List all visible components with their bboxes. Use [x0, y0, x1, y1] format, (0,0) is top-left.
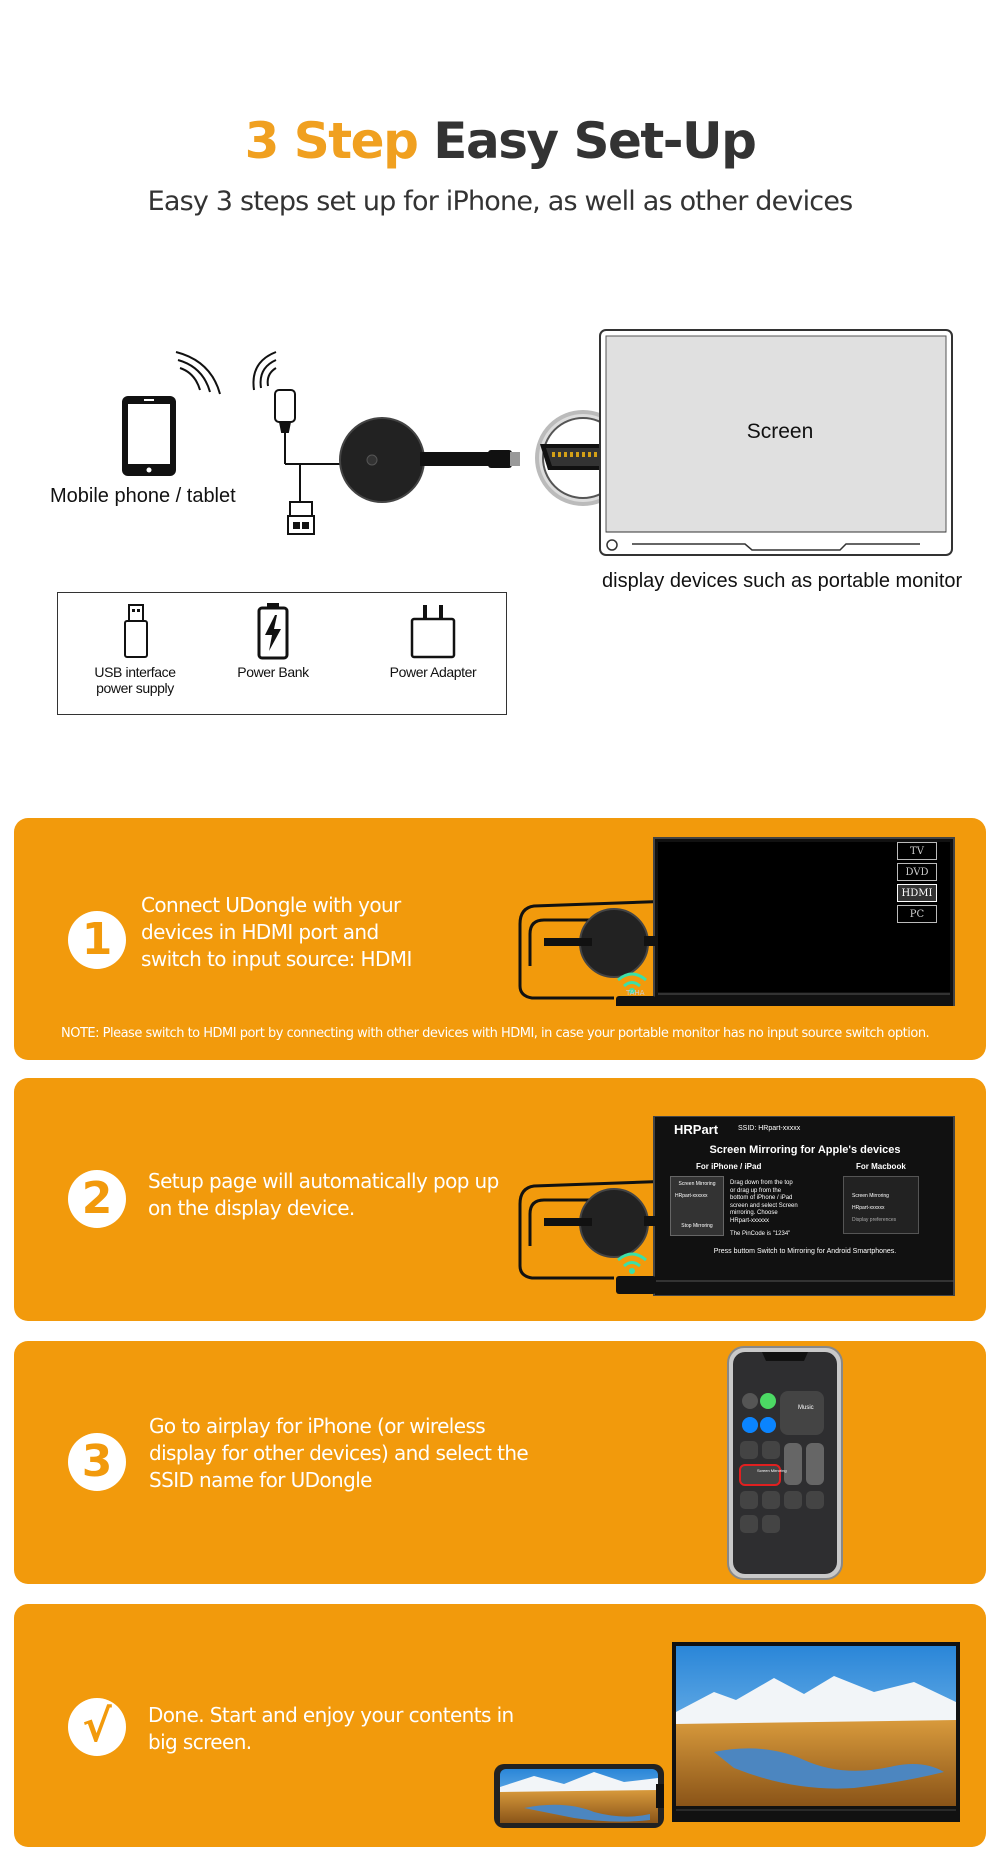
- mac-menu-device: HRpart-xxxxxx: [852, 1205, 885, 1211]
- step-4-line-1: Done. Start and enjoy your contents in: [148, 1703, 514, 1727]
- power-option-powerbank: Power Bank: [228, 601, 318, 680]
- dongle-label: TAHA: [626, 989, 645, 997]
- power-option-adapter: Power Adapter: [378, 601, 488, 680]
- step-card-3: 3 Go to airplay for iPhone (or wireless …: [14, 1341, 986, 1584]
- step-text-4: Done. Start and enjoy your contents in b…: [148, 1702, 514, 1756]
- step-number-done: √: [68, 1698, 126, 1756]
- dongle-icon: [339, 417, 520, 503]
- iphone-control-center: [727, 1346, 843, 1580]
- wifi-signal-icon: [175, 351, 221, 395]
- title-rest: Easy Set-Up: [433, 112, 757, 170]
- power-adapter-icon: [410, 605, 456, 659]
- phone-music-label: Music: [798, 1405, 814, 1411]
- step-number-2: 2: [68, 1170, 126, 1228]
- step-3-line-3: SSID name for UDongle: [149, 1468, 372, 1492]
- power-option-label-2: Power Bank: [237, 664, 309, 680]
- page-subtitle: Easy 3 steps set up for iPhone, as well …: [147, 186, 854, 217]
- monitor-caption: display devices such as portable monitor: [602, 570, 963, 592]
- usb-cable-icon: [274, 389, 345, 535]
- source-menu-item-selected[interactable]: HDMI: [897, 884, 937, 902]
- source-menu-item[interactable]: DVD: [897, 863, 937, 881]
- instruction-line: mirroring. Choose: [730, 1210, 778, 1216]
- iphone-mirror-panel: Screen Mirroring HRpart-xxxxxx Stop Mirr…: [670, 1176, 724, 1236]
- power-option-usb: USB interface power supply: [80, 601, 190, 696]
- title-accent: 3 Step: [244, 112, 419, 170]
- power-option-label-1: USB interface: [94, 664, 176, 680]
- setup-ssid: SSID: HRpart-xxxxx: [738, 1125, 801, 1132]
- instruction-line: or drag up from the: [730, 1187, 782, 1194]
- step-4-illustration: [494, 1642, 960, 1828]
- mac-menu-prefs: Display preferences: [852, 1217, 897, 1223]
- step-3-line-2: display for other devices) and select th…: [149, 1441, 529, 1465]
- instruction-line: bottom of iPhone / iPad: [730, 1195, 793, 1201]
- page-title: 3 Step Easy Set-Up: [0, 112, 1000, 170]
- step-card-4: √ Done. Start and enjoy your contents in…: [14, 1604, 986, 1847]
- connection-diagram: Mobile phone / tablet Screen display dev…: [0, 320, 1000, 730]
- power-bank-icon: [257, 603, 289, 660]
- source-menu-item[interactable]: TV: [897, 842, 937, 860]
- step-card-1: 1 Connect UDongle with your devices in H…: [14, 818, 986, 1060]
- instruction-line: screen and select Screen: [730, 1202, 798, 1209]
- source-menu-item[interactable]: PC: [897, 905, 937, 923]
- setup-footer: Press buttom Switch to Mirroring for And…: [713, 1248, 897, 1255]
- step-number-3: 3: [68, 1433, 126, 1491]
- setup-screen: HRPart SSID: HRpart-xxxxx Screen Mirrori…: [660, 1120, 950, 1275]
- panel-device: HRpart-xxxxxx: [675, 1193, 708, 1199]
- screen-label: Screen: [746, 420, 814, 443]
- step-1-line-1: Connect UDongle with your: [141, 893, 401, 917]
- usb-plug-icon: [124, 604, 148, 658]
- setup-right-heading: For Macbook: [856, 1162, 906, 1171]
- step-number-1: 1: [68, 911, 126, 969]
- tablet-icon: [122, 396, 176, 476]
- monitor-icon: [599, 329, 953, 556]
- panel-title: Screen Mirroring: [678, 1181, 716, 1187]
- setup-instructions: Drag down from the top or drag up from t…: [730, 1180, 798, 1239]
- step-2-line-2: on the display device.: [148, 1196, 355, 1220]
- diagram-graphic: [122, 329, 953, 556]
- step-4-line-2: big screen.: [148, 1730, 252, 1754]
- power-options-box: USB interface power supply Power Bank Po…: [57, 592, 507, 715]
- mac-menu-title: Screen Mirroring: [852, 1193, 889, 1199]
- step-2-line-1: Setup page will automatically pop up: [148, 1169, 499, 1193]
- power-option-label-1b: power supply: [96, 680, 174, 696]
- step-1-line-2: devices in HDMI port and: [141, 920, 379, 944]
- power-option-label-3: Power Adapter: [389, 664, 477, 680]
- setup-heading: Screen Mirroring for Apple's devices: [709, 1144, 901, 1156]
- step-1-note: NOTE: Please switch to HDMI port by conn…: [61, 1026, 930, 1041]
- step-text-1: Connect UDongle with your devices in HDM…: [141, 892, 412, 973]
- phone-label: Mobile phone / tablet: [50, 485, 236, 507]
- source-menu: TV DVD HDMI PC: [897, 842, 937, 923]
- step-3-line-1: Go to airplay for iPhone (or wireless: [149, 1414, 486, 1438]
- step-text-2: Setup page will automatically pop up on …: [148, 1168, 499, 1222]
- panel-stop: Stop Mirroring: [681, 1223, 713, 1229]
- step-1-line-3: switch to input source: HDMI: [141, 947, 412, 971]
- step-text-3: Go to airplay for iPhone (or wireless di…: [149, 1413, 529, 1494]
- phone-mirroring-label[interactable]: Screen Mirroring: [757, 1468, 787, 1473]
- setup-pincode: The PinCode is "1234": [730, 1231, 791, 1237]
- step-card-2: 2 Setup page will automatically pop up o…: [14, 1078, 986, 1321]
- setup-left-heading: For iPhone / iPad: [696, 1162, 762, 1171]
- instruction-line: Drag down from the top: [730, 1180, 793, 1186]
- setup-brand: HRPart: [674, 1122, 719, 1137]
- instruction-line: HRpart-xxxxxx: [730, 1217, 770, 1224]
- mac-menu-panel: Screen Mirroring HRpart-xxxxxx Display p…: [843, 1176, 919, 1234]
- wifi-signal-small-icon: [252, 351, 277, 391]
